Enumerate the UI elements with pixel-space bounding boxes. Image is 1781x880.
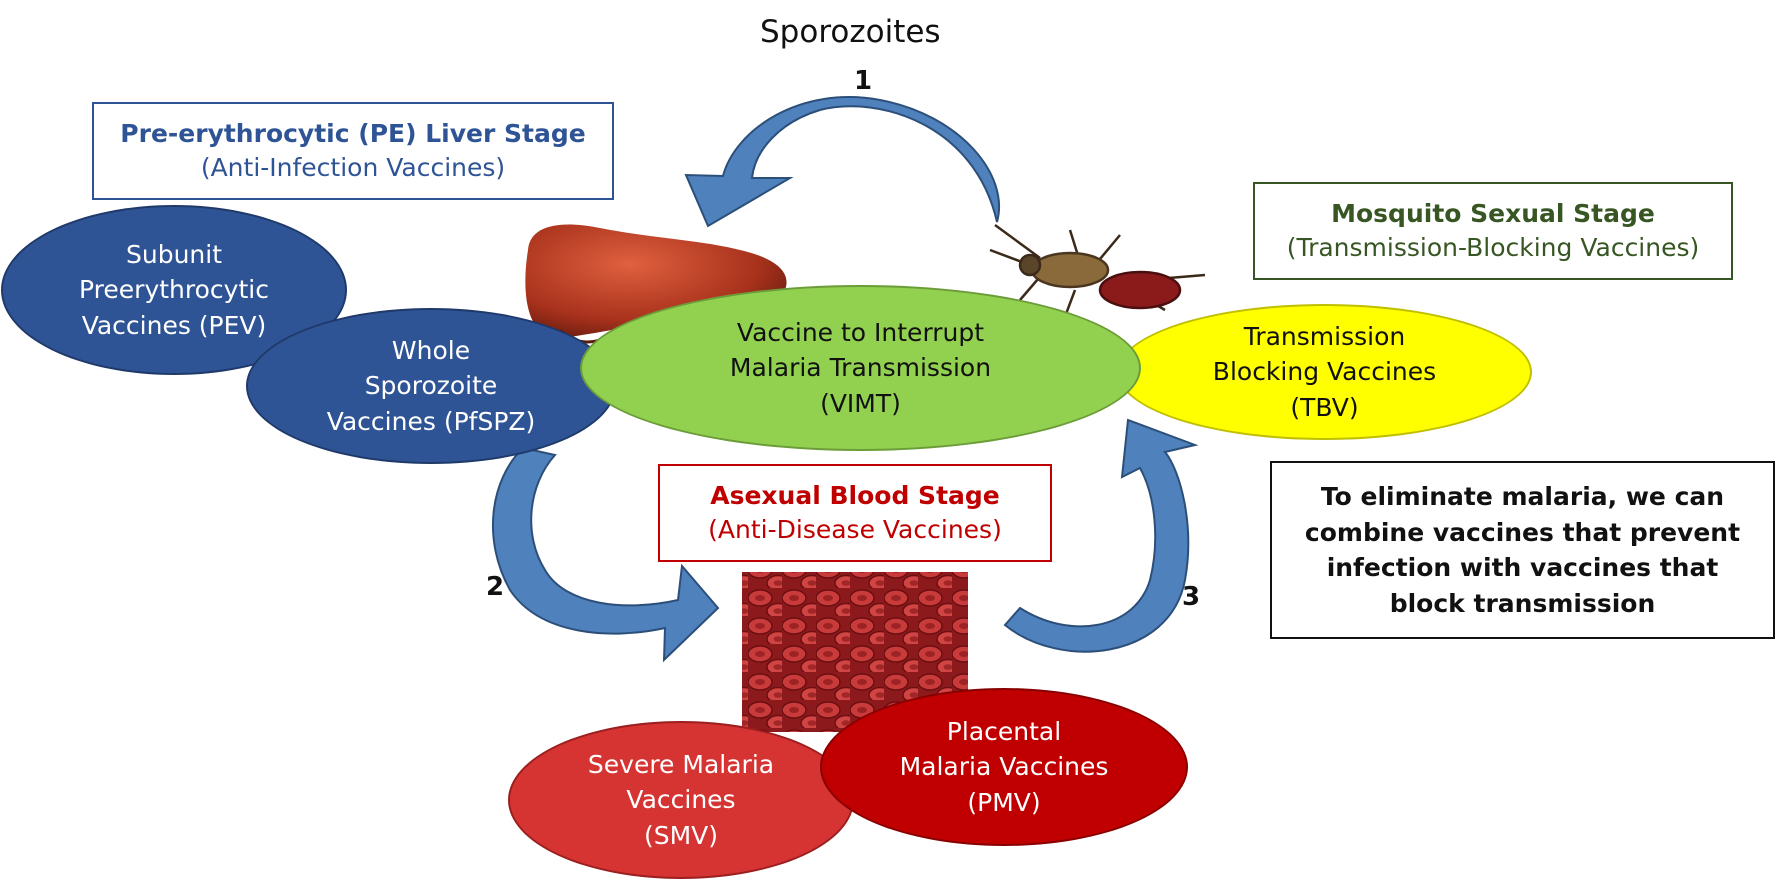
vimt-label: Vaccine to Interrupt Malaria Transmissio… <box>729 317 992 418</box>
mosquito-stage-box: Mosquito Sexual Stage (Transmission-Bloc… <box>1253 182 1733 280</box>
blood-stage-box: Asexual Blood Stage (Anti-Disease Vaccin… <box>658 464 1052 562</box>
mosquito-stage-subtitle: (Transmission-Blocking Vaccines) <box>1286 233 1700 262</box>
cycle-arrow-2 <box>492 446 720 663</box>
pmv-ellipse: Placental Malaria Vaccines (PMV) <box>820 688 1188 846</box>
pre-erythrocytic-stage-box: Pre-erythrocytic (PE) Liver Stage (Anti-… <box>92 102 614 200</box>
pev-label: Subunit Preerythrocytic Vaccines (PEV) <box>79 239 269 340</box>
sporozoites-label: Sporozoites <box>760 14 941 50</box>
tbv-label: Transmission Blocking Vaccines (TBV) <box>1212 321 1437 422</box>
step-number-2: 2 <box>486 572 505 602</box>
elimination-note-text: To eliminate malaria, we can combine vac… <box>1304 482 1741 618</box>
vimt-ellipse: Vaccine to Interrupt Malaria Transmissio… <box>580 285 1141 451</box>
pmv-label: Placental Malaria Vaccines (PMV) <box>899 716 1109 817</box>
pfspz-label: Whole Sporozoite Vaccines (PfSPZ) <box>326 335 536 436</box>
mosquito-image <box>989 223 1206 331</box>
pre-erythrocytic-stage-subtitle: (Anti-Infection Vaccines) <box>200 153 506 182</box>
cycle-arrow-1 <box>684 96 1000 228</box>
elimination-note-box: To eliminate malaria, we can combine vac… <box>1270 461 1775 639</box>
tbv-ellipse: Transmission Blocking Vaccines (TBV) <box>1117 304 1532 440</box>
blood-stage-subtitle: (Anti-Disease Vaccines) <box>708 515 1002 544</box>
cycle-arrow-3 <box>1003 418 1199 653</box>
blood-stage-title: Asexual Blood Stage <box>710 481 1000 511</box>
step-number-3: 3 <box>1182 582 1201 612</box>
pre-erythrocytic-stage-title: Pre-erythrocytic (PE) Liver Stage <box>120 119 586 149</box>
pfspz-ellipse: Whole Sporozoite Vaccines (PfSPZ) <box>246 308 616 464</box>
step-number-1: 1 <box>854 66 873 96</box>
smv-ellipse: Severe Malaria Vaccines (SMV) <box>508 721 854 879</box>
mosquito-stage-title: Mosquito Sexual Stage <box>1331 199 1655 229</box>
smv-label: Severe Malaria Vaccines (SMV) <box>587 749 775 850</box>
